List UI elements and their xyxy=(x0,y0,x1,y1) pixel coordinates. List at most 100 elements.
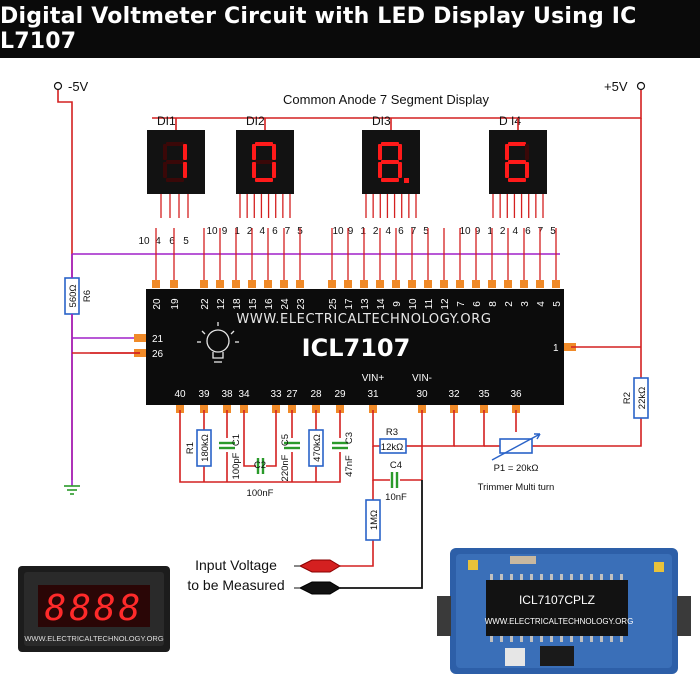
bottom-wiring xyxy=(179,410,540,567)
ic-pin-number: 1 xyxy=(553,343,559,354)
c5-ref: C5 xyxy=(280,434,291,446)
ic-top-pin: 3 xyxy=(520,228,531,307)
segment-g xyxy=(255,160,273,164)
ic-pin-number: 40 xyxy=(174,389,186,400)
segment-d xyxy=(166,178,184,182)
ic-bottom-pin: 35 xyxy=(478,389,490,413)
ic-pin-number: 25 xyxy=(328,298,339,310)
ic-bottom-pin: 33 xyxy=(270,389,282,413)
ic-top-pin: 25 xyxy=(328,228,339,310)
decimal-point-wire xyxy=(71,253,560,480)
display-pin-label: 10 xyxy=(332,226,344,237)
ic-pin-number: 26 xyxy=(152,349,164,360)
ic-top-pin: 5 xyxy=(552,228,563,307)
segment-c xyxy=(525,162,529,178)
c2-value: 100nF xyxy=(247,488,274,499)
display-2: DI2109124675 xyxy=(206,114,303,237)
red-probe-icon xyxy=(294,559,341,573)
capacitor-c5 xyxy=(284,441,300,450)
pos-supply-terminal xyxy=(636,81,646,91)
ic-bottom-pin: 30 xyxy=(416,389,428,413)
ic-left-pin: 21 xyxy=(134,334,164,345)
ic-pin-number: 2 xyxy=(504,301,515,307)
neg-supply-label: -5V xyxy=(68,79,89,94)
meter-reading: 8888 xyxy=(45,588,144,629)
ic-pin-number: 13 xyxy=(360,298,371,310)
decimal-point xyxy=(404,178,409,183)
ic-pin-number: 21 xyxy=(152,334,164,345)
display-name: D I4 xyxy=(499,114,521,128)
ic-pin-number: 4 xyxy=(536,301,547,307)
resistor-r5: 470kΩ xyxy=(308,429,324,467)
display-pin-label: 4 xyxy=(155,236,161,247)
ic-pin-number: 31 xyxy=(367,389,379,400)
vin-minus-label: VIN- xyxy=(412,373,432,384)
ic-top-pin: 12 xyxy=(440,228,451,310)
display-pin-label: 2 xyxy=(247,226,253,237)
display-pin-label: 5 xyxy=(423,226,429,237)
r3-ref: R3 xyxy=(386,427,398,438)
c5-value: 220nF xyxy=(280,454,291,481)
segment-f xyxy=(163,144,167,160)
display-pin-label: 5 xyxy=(550,226,556,237)
trimmer-desc: Trimmer Multi turn xyxy=(478,482,555,493)
display-pin-label: 7 xyxy=(411,226,417,237)
r2-value: 22kΩ xyxy=(637,387,648,409)
segment-b xyxy=(183,144,187,160)
display-pin-label: 4 xyxy=(386,226,392,237)
c4-value: 10nF xyxy=(385,492,407,503)
segment-a xyxy=(255,142,273,146)
ic-pin-number: 16 xyxy=(264,298,275,310)
ic-top-pin: 19 xyxy=(170,228,181,310)
ic-pin-number: 36 xyxy=(510,389,522,400)
r4-value: 1MΩ xyxy=(369,510,380,530)
segment-f xyxy=(378,144,382,160)
ic-top-pin: 13 xyxy=(360,228,371,310)
capacitor-c3 xyxy=(332,441,348,450)
c3-value: 47nF xyxy=(344,455,355,477)
ic-bottom-pin: 39 xyxy=(198,389,210,413)
r6-value: 560Ω xyxy=(68,285,79,308)
segment-b xyxy=(525,144,529,160)
display-pin-label: 6 xyxy=(169,236,175,247)
ic-bottom-pin: 27 xyxy=(286,389,298,413)
display-name: DI1 xyxy=(157,114,176,128)
ic-top-pin: 20 xyxy=(152,228,163,310)
ic-pin-number: 6 xyxy=(472,301,483,307)
panel-meter-photo: 8888 WWW.ELECTRICALTECHNOLOGY.ORG xyxy=(18,566,170,652)
ic-pin-number: 14 xyxy=(376,298,387,310)
display-pin-label: 7 xyxy=(285,226,291,237)
ic-pin-number: 7 xyxy=(456,301,467,307)
ic-top-pin: 2 xyxy=(504,228,515,307)
ic-top-pin: 12 xyxy=(216,228,227,310)
pcb-chip-label: ICL7107CPLZ xyxy=(519,593,595,607)
display-pin-label: 6 xyxy=(525,226,531,237)
ic-pin-number: 32 xyxy=(448,389,460,400)
ic-pin-number: 34 xyxy=(238,389,250,400)
lightbulb-icon xyxy=(197,322,239,363)
resistor-r2: 22kΩ R2 xyxy=(622,377,649,419)
ic-pin-number: 3 xyxy=(520,301,531,307)
ic-pin-number: 20 xyxy=(152,298,163,310)
segment-e xyxy=(163,162,167,178)
pcb-photo: ICL7107CPLZ WWW.ELECTRICALTECHNOLOGY.ORG xyxy=(437,548,691,674)
segment-b xyxy=(398,144,402,160)
resistor-r1: 180kΩ R1 xyxy=(185,429,212,467)
ic-pin-number: 8 xyxy=(488,301,499,307)
c4-ref: C4 xyxy=(390,460,402,471)
r1-value: 180kΩ xyxy=(200,434,211,462)
input-label-1: Input Voltage xyxy=(195,557,277,573)
segment-d xyxy=(381,178,399,182)
trimmer-name: P1 = 20kΩ xyxy=(494,463,539,474)
display-pin-label: 5 xyxy=(183,236,189,247)
ic-pin-number: 30 xyxy=(416,389,428,400)
ic-pin-number: 19 xyxy=(170,298,181,310)
pcb-watermark: WWW.ELECTRICALTECHNOLOGY.ORG xyxy=(485,617,634,626)
resistor-r6: 560Ω R6 xyxy=(64,277,93,315)
resistor-r4: 1MΩ xyxy=(365,499,381,541)
ic-pin-number: 29 xyxy=(334,389,346,400)
segment-c xyxy=(398,162,402,178)
